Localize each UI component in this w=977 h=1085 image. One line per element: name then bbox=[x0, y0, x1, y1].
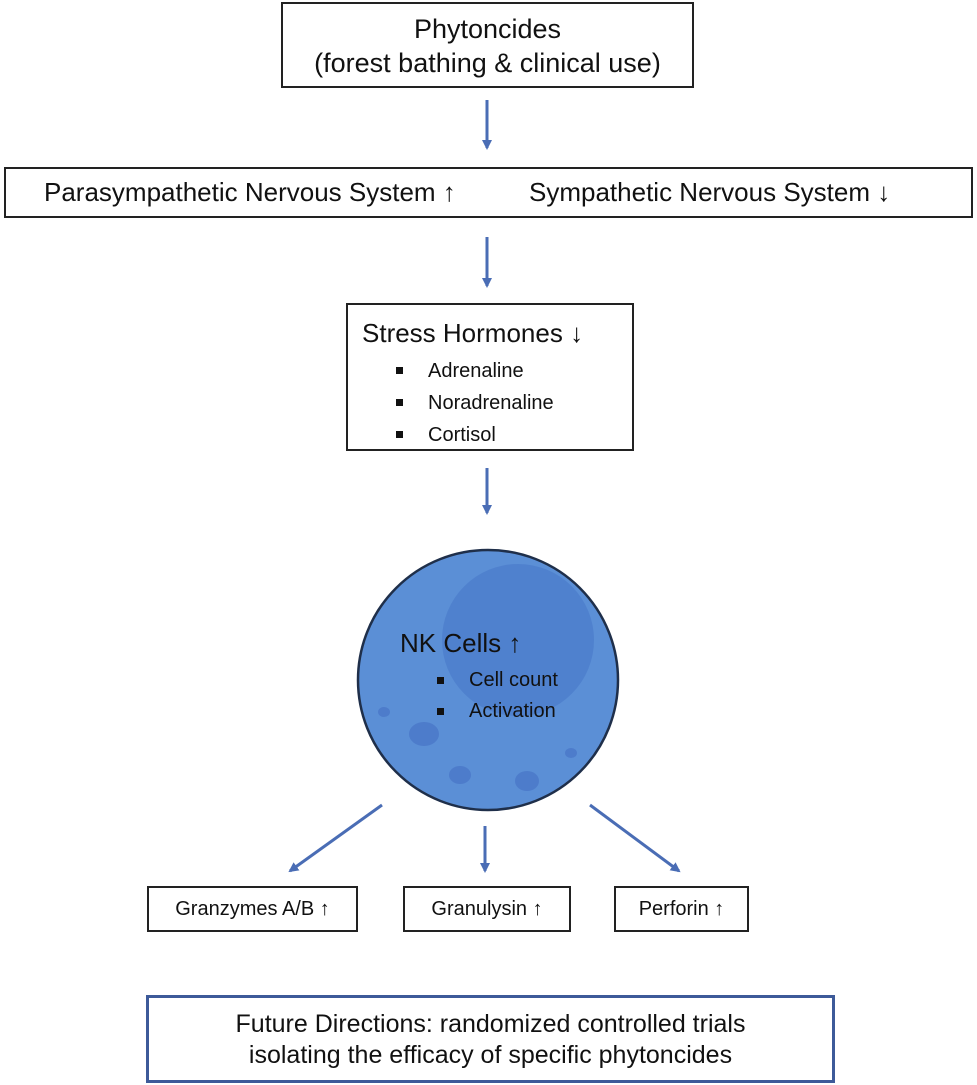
list-item: Cell count bbox=[437, 665, 558, 696]
perforin-box: Perforin ↑ bbox=[614, 886, 749, 932]
list-item: Noradrenaline bbox=[396, 387, 554, 419]
sympathetic-label: Sympathetic Nervous System ↓ bbox=[529, 177, 891, 207]
nk-cells-list: Cell count Activation bbox=[437, 665, 558, 727]
future-directions-box: Future Directions: randomized controlled… bbox=[146, 995, 835, 1083]
parasympathetic-label: Parasympathetic Nervous System ↑ bbox=[44, 177, 456, 207]
granzymes-box: Granzymes A/B ↑ bbox=[147, 886, 358, 932]
arrow-nk-to-granzymes bbox=[288, 803, 383, 873]
granulysin-box: Granulysin ↑ bbox=[403, 886, 571, 932]
future-directions-line2: isolating the efficacy of specific phyto… bbox=[248, 1041, 733, 1069]
perforin-label: Perforin ↑ bbox=[638, 898, 725, 920]
list-item: Cortisol bbox=[396, 419, 554, 451]
phytoncides-title: Phytoncides bbox=[413, 14, 562, 44]
stress-hormones-box: Stress Hormones ↓ Adrenaline Noradrenali… bbox=[346, 303, 634, 451]
nk-cells-title: NK Cells ↑ bbox=[400, 628, 522, 658]
granzymes-label: Granzymes A/B ↑ bbox=[175, 898, 330, 920]
stress-hormones-title: Stress Hormones ↓ bbox=[362, 318, 584, 348]
granulysin-label: Granulysin ↑ bbox=[431, 898, 543, 920]
stress-hormones-list: Adrenaline Noradrenaline Cortisol bbox=[396, 355, 554, 451]
phytoncides-subtitle: (forest bathing & clinical use) bbox=[314, 48, 661, 78]
list-item: Activation bbox=[437, 696, 558, 727]
list-item: Adrenaline bbox=[396, 355, 554, 387]
future-directions-line1: Future Directions: randomized controlled… bbox=[235, 1010, 746, 1038]
phytoncides-box: Phytoncides (forest bathing & clinical u… bbox=[281, 2, 694, 88]
arrow-nk-to-perforin bbox=[589, 803, 681, 873]
nervous-system-box: Parasympathetic Nervous System ↑ Sympath… bbox=[4, 167, 973, 218]
